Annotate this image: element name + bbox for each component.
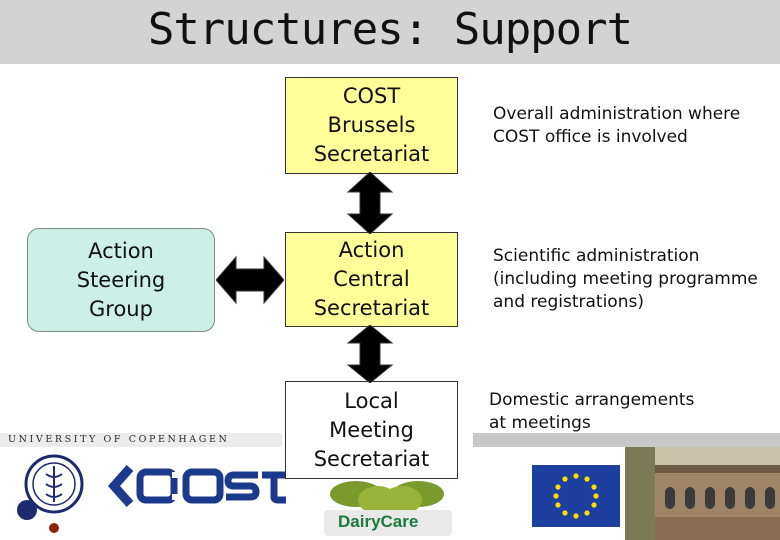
- local-description: Domestic arrangements at meetings: [489, 390, 695, 433]
- university-band: [0, 433, 282, 447]
- university-name: UNIVERSITY OF COPENHAGEN: [8, 434, 230, 445]
- action-steering-group-box: Action Steering Group: [27, 228, 215, 332]
- dairycare-logo: [318, 478, 458, 540]
- double-arrow-vertical-bottom: [346, 325, 394, 383]
- cost-brussels-secretariat-box: COST Brussels Secretariat: [285, 77, 458, 174]
- double-arrow-vertical-top: [346, 172, 394, 234]
- university-seal-logo: [17, 454, 84, 533]
- building-photo: [625, 447, 780, 540]
- cost-logo: [107, 465, 286, 507]
- eu-flag-logo: [532, 465, 620, 527]
- cost-description: Overall administration where COST office…: [493, 104, 741, 147]
- action-central-secretariat-box: Action Central Secretariat: [285, 232, 458, 327]
- slide-title: Structures: Support: [147, 4, 633, 55]
- central-description: Scientific administration (including mee…: [493, 246, 758, 312]
- double-arrow-horizontal: [216, 255, 284, 305]
- local-meeting-secretariat-box: Local Meeting Secretariat: [285, 381, 458, 479]
- title-bar: [0, 0, 780, 64]
- right-band: [473, 433, 780, 447]
- dairycare-text: DairyCare: [338, 512, 419, 531]
